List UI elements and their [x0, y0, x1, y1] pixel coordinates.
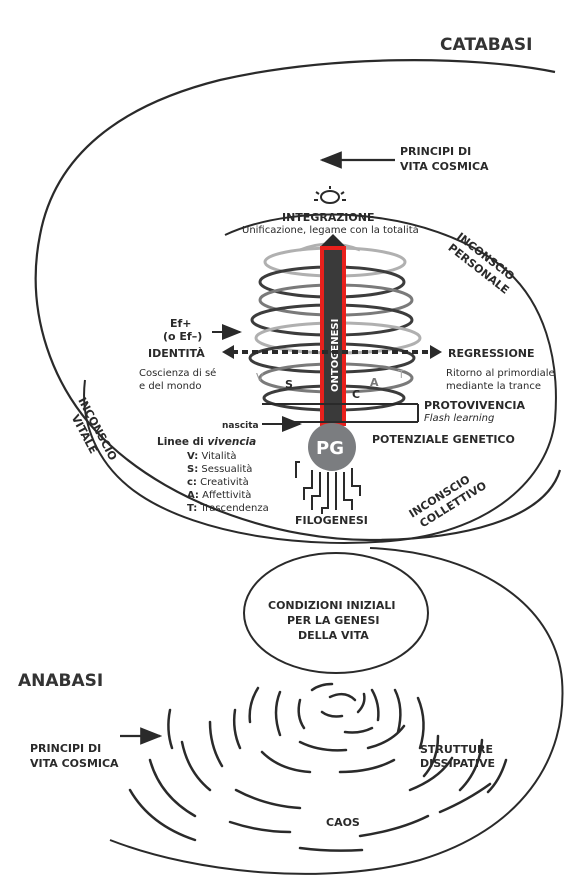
- identita-arrowhead: [222, 345, 234, 359]
- identita-sub-2: e del mondo: [139, 381, 201, 392]
- spiral-s: S: [285, 378, 293, 391]
- spiral-a: A: [370, 376, 379, 389]
- linee-title: Linee di vivencia: [157, 436, 256, 448]
- regressione-sub-2: mediante la trance: [446, 381, 541, 392]
- principi-bottom-line2: VITA COSMICA: [30, 757, 119, 770]
- flash-learning-label: Flash learning: [424, 413, 494, 424]
- ef-label-1: Ef+: [170, 317, 192, 330]
- filogenesi-label: FILOGENESI: [295, 514, 368, 527]
- inconscio-collettivo: INCONSCIO COLLETTIVO: [407, 467, 489, 532]
- outer-spiral-arc: [36, 60, 560, 540]
- spiral-v: V: [256, 371, 264, 384]
- caos-label: CAOS: [326, 816, 360, 829]
- identita-label: IDENTITÀ: [148, 347, 205, 360]
- linea-t: T: Trascendenza: [187, 503, 269, 514]
- linea-v: V: Vitalità: [187, 450, 237, 462]
- pg-label: PG: [316, 438, 344, 459]
- regressione-sub-1: Ritorno al primordiale: [446, 368, 555, 379]
- inconscio-personale: INCONSCIO PERSONALE: [446, 230, 521, 297]
- linea-s: S: Sessualità: [187, 463, 252, 475]
- strutture-line2: DISSIPATIVE: [420, 757, 495, 770]
- principi-top-line1: PRINCIPI DI: [400, 145, 471, 158]
- ef-label-2: (o Ef–): [163, 330, 202, 343]
- ontogenesi-label: ONTOGENESI: [330, 319, 341, 392]
- strutture-line1: STRUTTURE: [420, 743, 493, 756]
- inconscio-vitale: INCONSCIO VITALE: [63, 395, 119, 469]
- condizioni-ellipse: [244, 553, 428, 673]
- sun-icon: [314, 186, 346, 203]
- spiral-t: T: [397, 368, 405, 381]
- nascita-label: nascita: [222, 421, 259, 431]
- condizioni-line3: DELLA VITA: [298, 629, 369, 642]
- protovivencia-label: PROTOVIVENCIA: [424, 399, 525, 412]
- anabasi-title: ANABASI: [18, 671, 103, 691]
- regressione-label: REGRESSIONE: [448, 347, 535, 360]
- integrazione-sub: Unificazione, legame con la totalità: [242, 224, 419, 236]
- condizioni-line2: PER LA GENESI: [287, 614, 380, 627]
- potenziale-genetico-label: POTENZIALE GENETICO: [372, 433, 515, 446]
- identita-sub-1: Coscienza di sé: [139, 367, 216, 379]
- catabasi-title: CATABASI: [440, 35, 532, 55]
- principi-top-line2: VITA COSMICA: [400, 160, 489, 173]
- regressione-arrowhead: [430, 345, 442, 359]
- condizioni-line1: CONDIZIONI INIZIALI: [268, 599, 395, 612]
- linea-a: A: Affettività: [187, 489, 251, 501]
- integrazione-label: INTEGRAZIONE: [282, 211, 374, 224]
- linea-c: c: Creatività: [187, 476, 249, 488]
- principi-bottom-line1: PRINCIPI DI: [30, 742, 101, 755]
- spiral-c: C: [352, 388, 360, 401]
